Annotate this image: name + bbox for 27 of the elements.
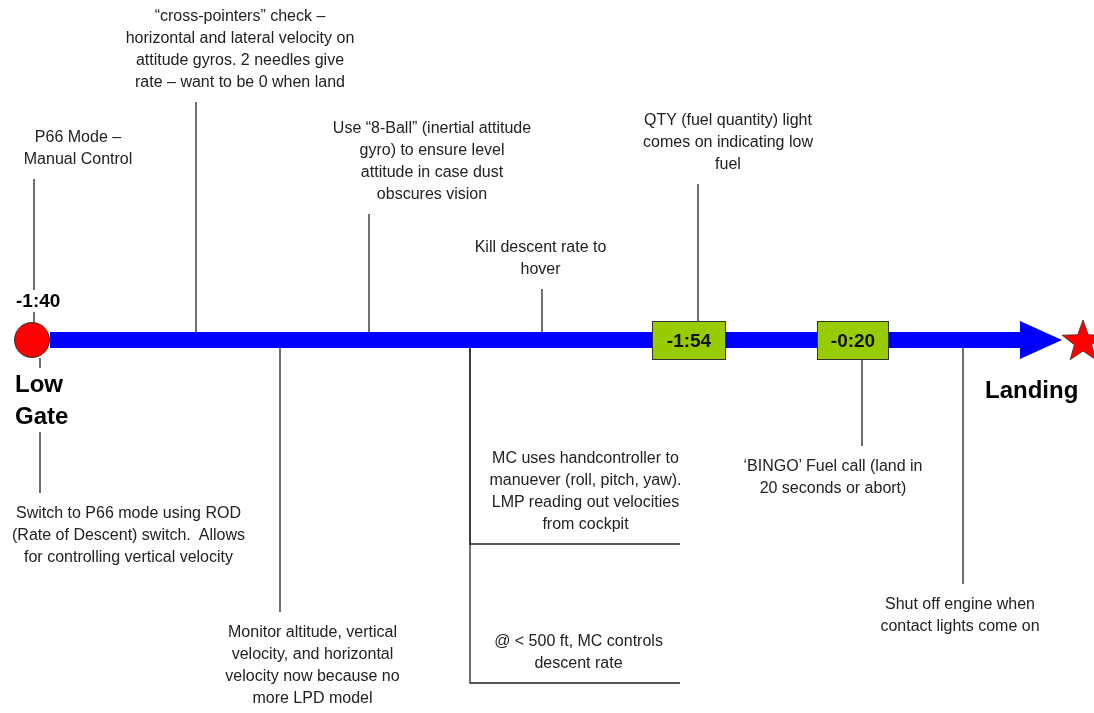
leader-line [368, 213, 370, 333]
timestamp-box: -1:54 [652, 321, 726, 360]
gate-marker [14, 322, 50, 358]
timeline-arrow [889, 321, 1062, 359]
leader-line [861, 359, 863, 447]
callout-text: ‘BINGO’ Fuel call (land in 20 seconds or abort) [733, 455, 933, 499]
callout-text: Shut off engine when contact lights come on [862, 593, 1058, 637]
callout-text: Monitor altitude, vertical velocity, and horizontal velocity now because no more LPD model [210, 621, 415, 709]
callout-text: “cross-pointers” check – horizontal and lateral velocity on attitude gyros. 2 needles give rate – want to be 0 when land [125, 5, 355, 93]
callout-text: MC uses handcontroller to manuever (roll, pitch, yaw). LMP reading out velocities from cockpit [478, 447, 693, 535]
callout-text: P66 Mode – Manual Control [13, 126, 143, 170]
leader-line [541, 288, 543, 333]
leader-line [195, 101, 197, 333]
star-marker [1062, 318, 1094, 362]
callout-text: @ < 500 ft, MC controls descent rate [476, 630, 681, 674]
leader-line [469, 347, 681, 684]
callout-text: QTY (fuel quantity) light comes on indicating low fuel [643, 109, 813, 175]
timestamp-box: -0:20 [817, 321, 889, 360]
callout-text: Switch to P66 mode using ROD (Rate of Descent) switch. Allows for controlling vertical velocity [6, 502, 251, 568]
timeline-bar [50, 332, 652, 348]
callout-text: Use “8-Ball” (inertial attitude gyro) to ensure level attitude in case dust obscures vision [332, 117, 532, 205]
leader-line [697, 183, 699, 322]
leader-line [279, 347, 281, 613]
callout-text: Kill descent rate to hover [458, 236, 623, 280]
timeline-bar [726, 332, 817, 348]
time-label: -1:40 [16, 290, 61, 312]
leader-line [962, 347, 964, 585]
